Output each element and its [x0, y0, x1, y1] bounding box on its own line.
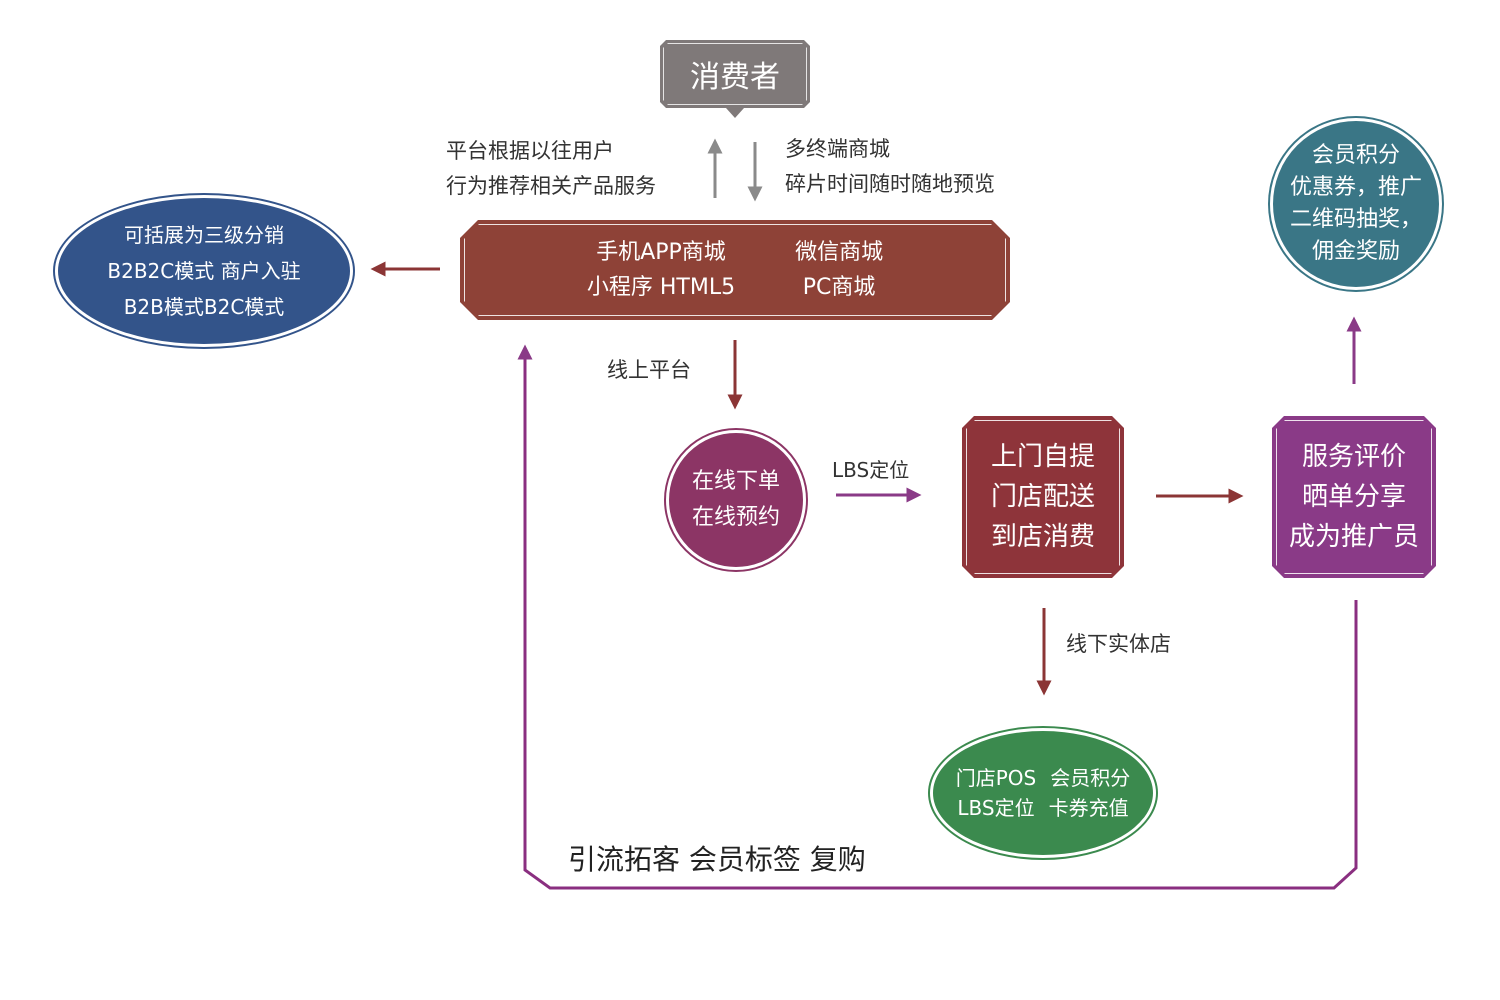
- delivery-line-1: 上门自提: [990, 442, 1095, 472]
- recommendation-note: 平台根据以往用户 行为推荐相关产品服务: [446, 134, 656, 204]
- recommendation-note-line-1: 平台根据以往用户: [446, 139, 614, 163]
- service-line-2: 晒单分享: [1301, 482, 1406, 512]
- delivery-node: 上门自提 门店配送 到店消费: [962, 416, 1124, 578]
- consumer-node: 消费者: [660, 40, 810, 108]
- pos-row-1: 门店POS 会员积分: [956, 763, 1131, 793]
- delivery-inner-frame: [966, 420, 1120, 574]
- delivery-line-2: 门店配送: [990, 482, 1095, 512]
- consumer-label: 消费者: [690, 60, 780, 95]
- multi-terminal-note-line-1: 多终端商城: [785, 137, 890, 161]
- order-line-2: 在线预约: [691, 505, 780, 530]
- distribution-node: 可括展为三级分销 B2B2C模式 商户入驻 B2B模式B2C模式: [55, 195, 353, 347]
- loop-line: [517, 344, 1358, 890]
- platform-app-mall: 手机APP商城: [596, 240, 726, 265]
- online-platform-node: 手机APP商城 小程序 HTML5 微信商城 PC商城: [460, 220, 1010, 320]
- delivery-line-3: 到店消费: [990, 522, 1095, 552]
- platform-column-left: 手机APP商城 小程序 HTML5: [587, 235, 735, 305]
- pos-card-recharge: 卡券充值: [1048, 796, 1129, 820]
- online-order-node: 在线下单 在线预约: [666, 430, 806, 570]
- pos-member-points: 会员积分: [1050, 766, 1131, 790]
- member-reward-line-1: 会员积分: [1311, 143, 1400, 168]
- service-review-node: 服务评价 晒单分享 成为推广员: [1272, 416, 1436, 578]
- loop-label: 引流拓客 会员标签 复购: [568, 843, 866, 876]
- pos-row-2: LBS定位 卡券充值: [957, 793, 1128, 823]
- service-line-3: 成为推广员: [1288, 522, 1419, 552]
- member-reward-line-3: 二维码抽奖，: [1289, 207, 1422, 232]
- distribution-line-3: B2B模式B2C模式: [123, 295, 285, 319]
- platform-column-right: 微信商城 PC商城: [795, 235, 883, 305]
- distribution-line-2: B2B2C模式 商户入驻: [107, 259, 301, 283]
- platform-inner-frame: [464, 224, 1006, 316]
- platform-pc-mall: PC商城: [802, 275, 876, 300]
- offline-store-label: 线下实体店: [1066, 632, 1171, 656]
- lbs-label: LBS定位: [832, 458, 910, 482]
- order-line-1: 在线下单: [691, 469, 780, 494]
- multi-terminal-note-line-2: 碎片时间随时随地预览: [785, 172, 995, 196]
- multi-terminal-note: 多终端商城 碎片时间随时随地预览: [785, 132, 995, 202]
- distribution-line-1: 可括展为三级分销: [124, 223, 284, 247]
- store-pos-node: 门店POS 会员积分 LBS定位 卡券充值: [930, 728, 1156, 858]
- recommendation-note-line-2: 行为推荐相关产品服务: [446, 174, 656, 198]
- service-line-1: 服务评价: [1301, 442, 1406, 472]
- platform-wechat-mall: 微信商城: [795, 240, 884, 265]
- online-platform-label: 线上平台: [607, 358, 691, 382]
- platform-mini-program: 小程序 HTML5: [586, 275, 736, 300]
- service-inner-frame: [1276, 420, 1432, 574]
- consumer-pointer: [726, 108, 744, 118]
- pos-store-pos: 门店POS: [955, 766, 1037, 790]
- member-reward-line-4: 佣金奖励: [1311, 239, 1400, 264]
- pos-lbs: LBS定位: [957, 796, 1035, 820]
- member-reward-node: 会员积分 优惠券，推广 二维码抽奖， 佣金奖励: [1270, 118, 1442, 290]
- member-reward-line-2: 优惠券，推广: [1289, 175, 1422, 200]
